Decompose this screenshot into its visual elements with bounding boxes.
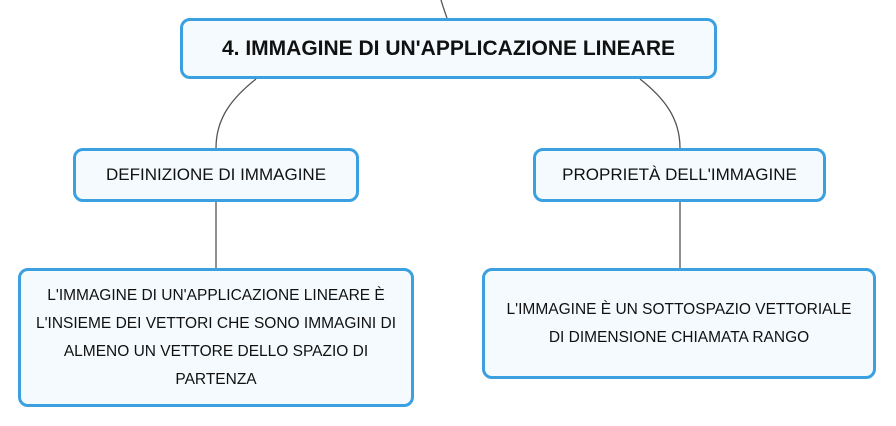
branch-node-definizione[interactable]: DEFINIZIONE DI IMMAGINE	[73, 148, 359, 202]
connector-parent-to-main	[440, 0, 448, 19]
detail-text-definizione: L'IMMAGINE DI UN'APPLICAZIONE LINEARE È …	[35, 286, 397, 388]
branch-label-proprieta: PROPRIETÀ DELL'IMMAGINE	[562, 165, 797, 184]
detail-text-proprieta: L'IMMAGINE È UN SOTTOSPAZIO VETTORIALE D…	[506, 300, 852, 346]
branch-node-proprieta[interactable]: PROPRIETÀ DELL'IMMAGINE	[533, 148, 826, 202]
branch-label-definizione: DEFINIZIONE DI IMMAGINE	[105, 165, 327, 184]
detail-node-definizione[interactable]: L'IMMAGINE DI UN'APPLICAZIONE LINEARE È …	[18, 268, 414, 407]
connector-main-to-proprieta	[639, 78, 681, 149]
connector-main-to-definizione	[215, 78, 257, 149]
detail-node-proprieta[interactable]: L'IMMAGINE È UN SOTTOSPAZIO VETTORIALE D…	[482, 268, 876, 379]
main-topic-label: 4. IMMAGINE DI UN'APPLICAZIONE LINEARE	[221, 36, 676, 60]
main-topic-node[interactable]: 4. IMMAGINE DI UN'APPLICAZIONE LINEARE	[180, 18, 717, 79]
